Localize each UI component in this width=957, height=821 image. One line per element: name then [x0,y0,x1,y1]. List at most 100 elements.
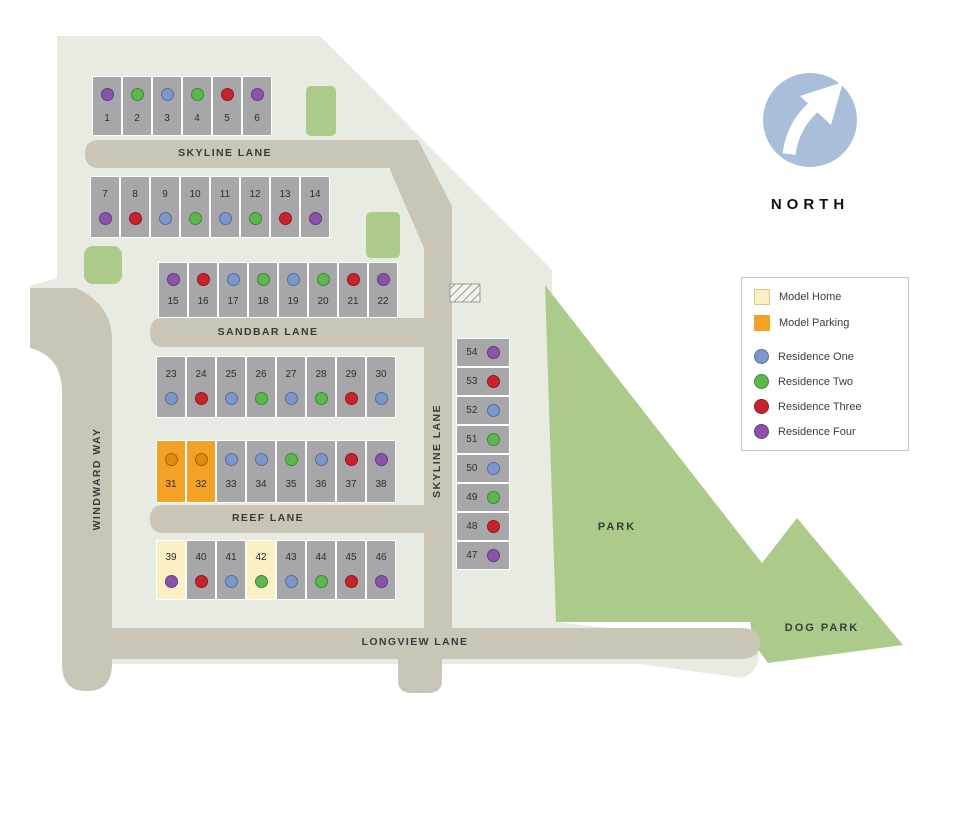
residence-dot [254,574,268,588]
lot-26: 26 [246,356,276,418]
lot-41: 41 [216,540,246,600]
residence-dot [164,392,178,405]
residence-dot [158,212,172,225]
lot-48: 48 [456,512,510,541]
residence-dot [128,212,142,225]
lot-38: 38 [366,440,396,503]
legend-label: Residence Two [778,375,854,388]
residence-dot [344,453,358,467]
residence-dot [194,453,208,467]
lot-number: 24 [195,369,207,380]
lot-number: 41 [225,552,237,564]
residence-dot [164,574,178,588]
road-skyline-lane-vertical [424,244,452,658]
road-skyline-lane-corner [390,140,452,248]
road-skyline-lane-top [85,140,415,168]
lot-2: 2 [122,76,152,136]
residence-dot [190,88,204,102]
residence-dot [188,212,202,225]
lot-11: 11 [210,176,240,238]
lot-28: 28 [306,356,336,418]
residence-dot [346,273,360,286]
lot-number: 20 [317,296,329,307]
residence-dot [224,453,238,467]
lot-number: 5 [224,112,230,124]
residence-dot [286,273,300,286]
lot-25: 25 [216,356,246,418]
road-windward-way [30,288,112,691]
residence-dot [130,88,144,102]
lot-6: 6 [242,76,272,136]
legend-item-residence-four: Residence Four [754,424,896,439]
residence-dot [314,574,328,588]
lot-number: 54 [466,347,478,358]
lot-number: 45 [345,552,357,564]
residence-dot [224,574,238,588]
green-patch [366,212,400,258]
lot-37: 37 [336,440,366,503]
lot-number: 23 [165,369,177,380]
lot-4: 4 [182,76,212,136]
lot-46: 46 [366,540,396,600]
lot-number: 29 [345,369,357,380]
lot-8: 8 [120,176,150,238]
residence-dot [486,433,500,446]
north-arrow-shaft [782,99,821,156]
residence-dot [254,453,268,467]
lot-21: 21 [338,262,368,318]
lot-18: 18 [248,262,278,318]
lot-number: 34 [255,478,267,490]
residence-dot [164,453,178,467]
residence-dot [98,212,112,225]
road-reef-lane [150,505,424,533]
residence-dot [100,88,114,102]
lot-number: 8 [132,189,138,200]
lot-number: 13 [279,189,291,200]
lot-number: 36 [315,478,327,490]
lot-number: 44 [315,552,327,564]
lot-53: 53 [456,367,510,396]
residence-dot [218,212,232,225]
lot-number: 19 [287,296,299,307]
lot-number: 25 [225,369,237,380]
legend-label: Residence Three [778,400,862,413]
model-home-swatch [754,289,770,305]
lot-17: 17 [218,262,248,318]
lot-number: 27 [285,369,297,380]
lot-number: 43 [285,552,297,564]
lot-number: 30 [375,369,387,380]
residence-dot [486,462,500,475]
legend-label: Residence One [778,350,854,363]
residence-dot [376,273,390,286]
lot-number: 28 [315,369,327,380]
lot-5: 5 [212,76,242,136]
lot-number: 9 [162,189,168,200]
lot-16: 16 [188,262,218,318]
lot-7: 7 [90,176,120,238]
lot-35: 35 [276,440,306,503]
street-label-reef-lane: REEF LANE [231,512,305,524]
lot-9: 9 [150,176,180,238]
lot-19: 19 [278,262,308,318]
legend-label: Residence Four [778,425,856,438]
residence-dot [374,574,388,588]
lot-number: 4 [194,112,200,124]
legend-item-model-home: Model Home [754,289,896,305]
lot-number: 10 [189,189,201,200]
lot-number: 53 [466,376,478,387]
lot-24: 24 [186,356,216,418]
residence-dot [160,88,174,102]
lot-number: 37 [345,478,357,490]
lot-number: 38 [375,478,387,490]
lot-29: 29 [336,356,366,418]
lot-15: 15 [158,262,188,318]
lot-number: 22 [377,296,389,307]
lot-32: 32 [186,440,216,503]
lot-22: 22 [368,262,398,318]
residence-dot [220,88,234,102]
lot-number: 17 [227,296,239,307]
residence-dot [284,392,298,405]
lot-number: 51 [466,434,478,445]
lot-20: 20 [308,262,338,318]
